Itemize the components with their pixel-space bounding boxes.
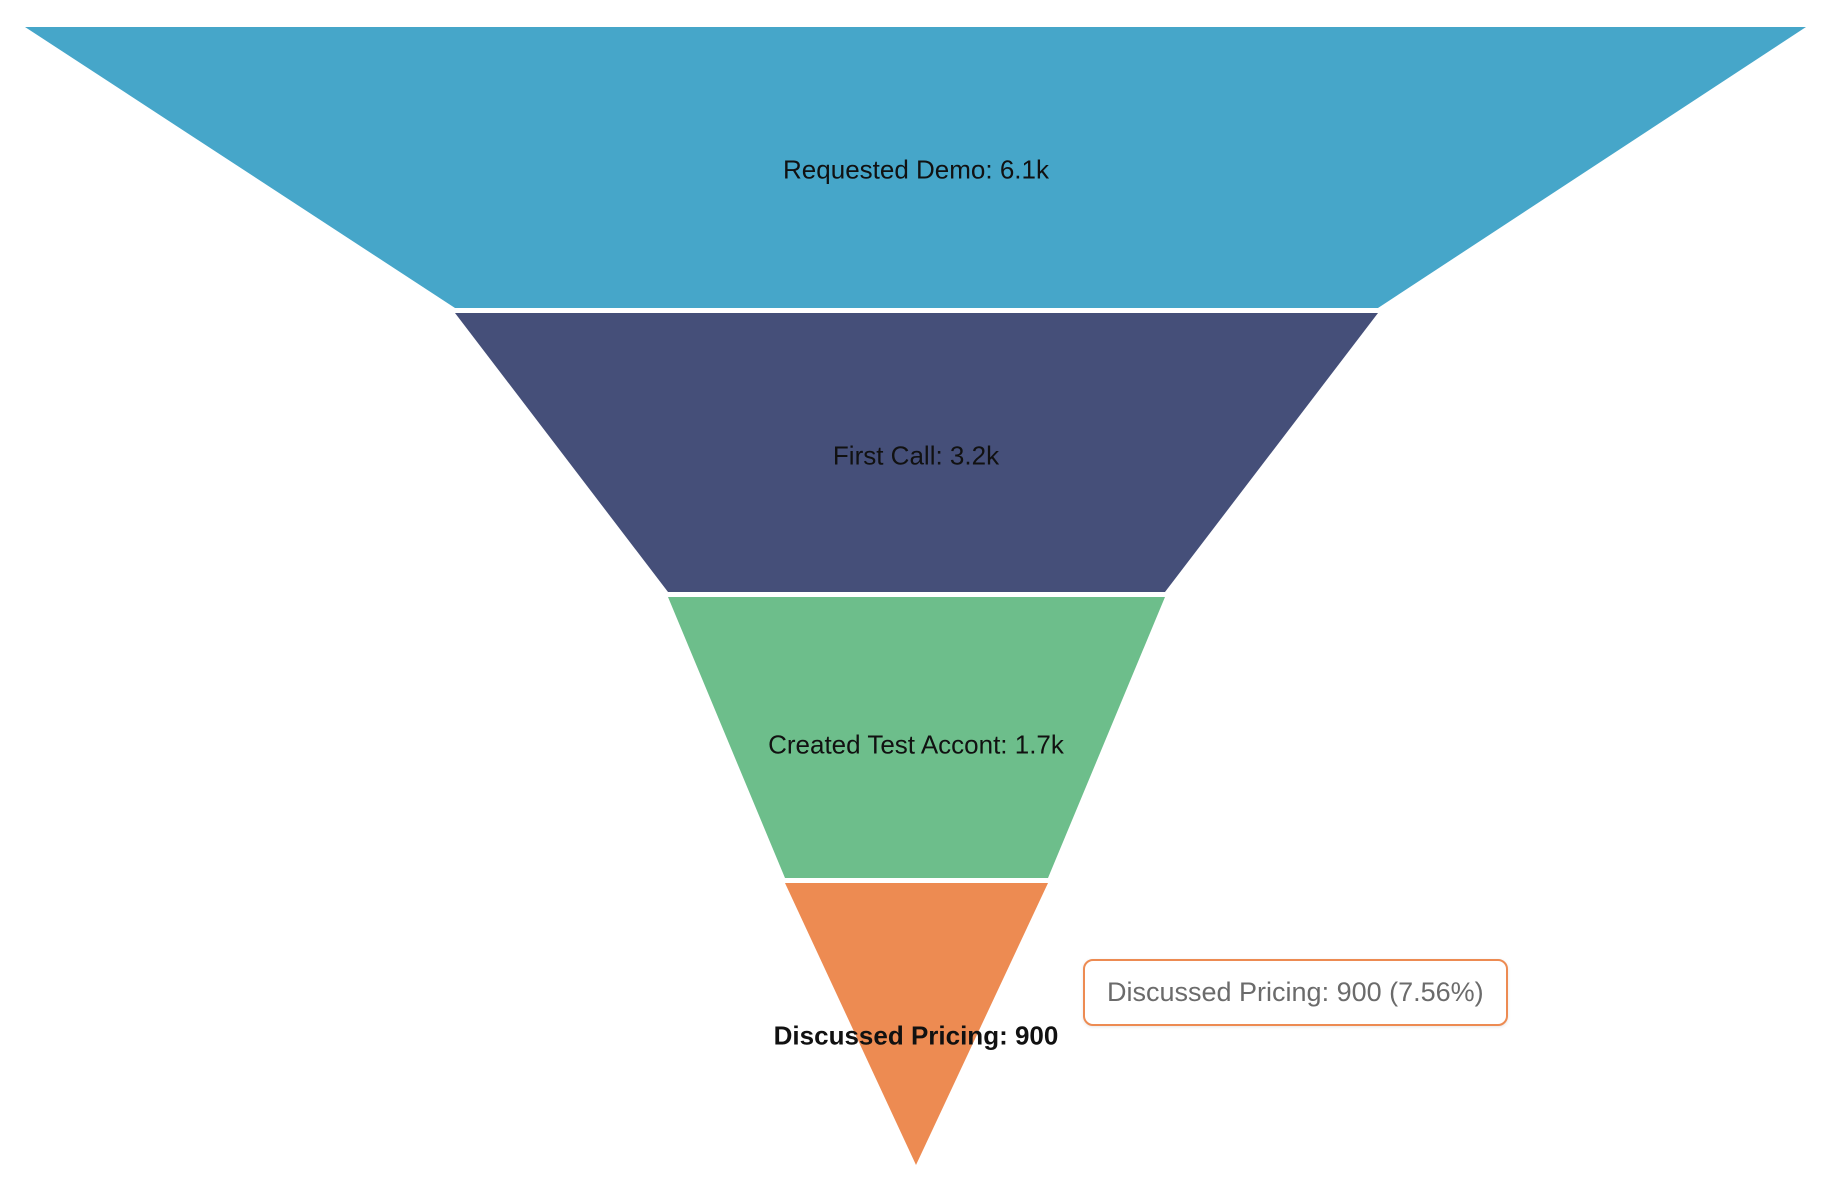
funnel-segment-requested-demo[interactable] bbox=[25, 27, 1806, 308]
funnel-segment-first-call[interactable] bbox=[455, 313, 1378, 592]
tooltip-text: Discussed Pricing: 900 (7.56%) bbox=[1107, 977, 1484, 1007]
funnel-segment-created-test-accont[interactable] bbox=[668, 597, 1165, 878]
funnel-segment-discussed-pricing[interactable] bbox=[785, 883, 1048, 1165]
funnel-tooltip: Discussed Pricing: 900 (7.56%) bbox=[1083, 959, 1508, 1026]
